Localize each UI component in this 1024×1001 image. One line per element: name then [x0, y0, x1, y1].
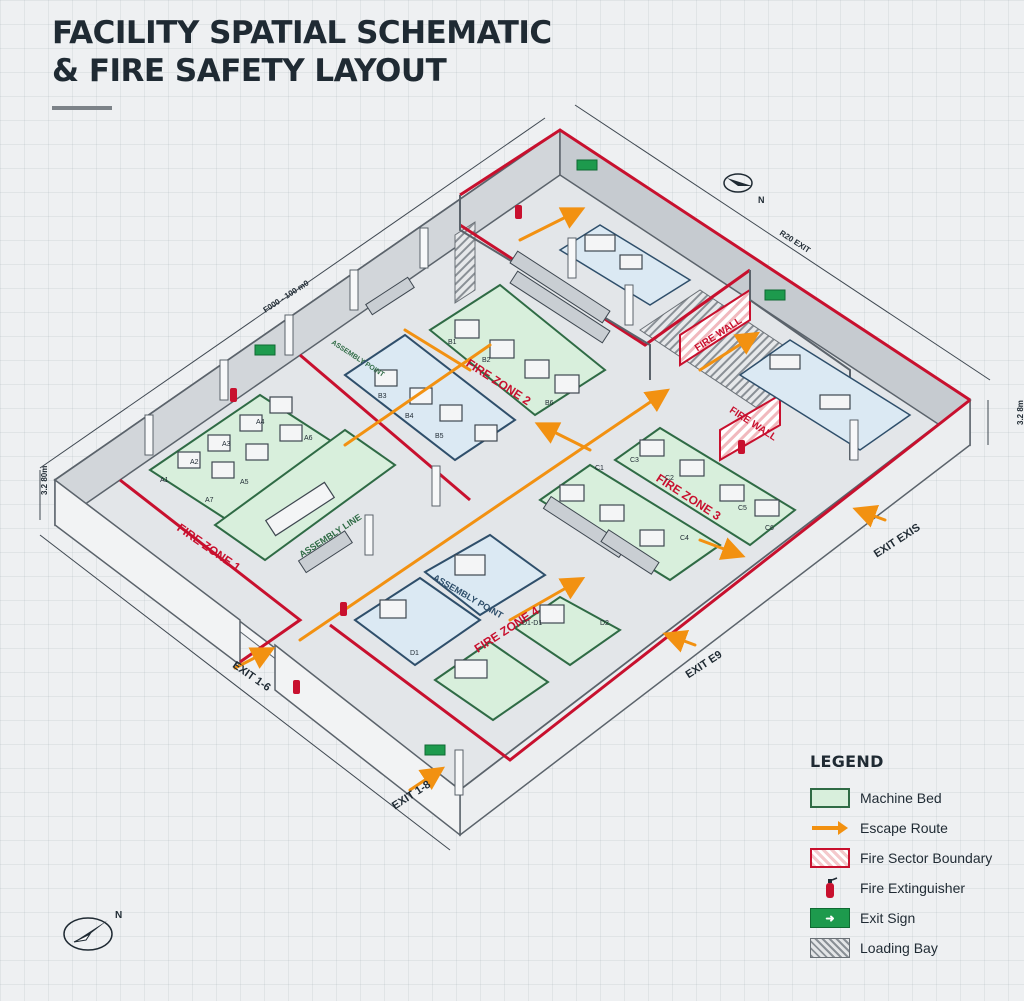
fire-extinguisher-icon [230, 388, 237, 402]
storage-racks [297, 250, 660, 575]
legend-item-extinguisher: Fire Extinguisher [810, 873, 1010, 903]
fire-extinguisher-icon [810, 877, 850, 898]
legend-label: Machine Bed [860, 790, 942, 806]
machine-bed-swatch [810, 788, 850, 808]
machine-label: B3 [378, 393, 387, 400]
exit-sign-icon: ➜ [810, 908, 850, 928]
escape-route-north [518, 207, 586, 242]
legend-title: LEGEND [810, 752, 884, 771]
compass-top-north: N [758, 195, 765, 205]
legend-item-fire-sector: Fire Sector Boundary [810, 843, 1010, 873]
machine-label: B2 [482, 357, 491, 364]
machine-bed-c-upper [613, 426, 797, 547]
compass-top: N [723, 173, 765, 205]
exit-sign-icon [764, 289, 786, 301]
title-line-1: FACILITY SPATIAL SCHEMATIC [52, 15, 552, 51]
exit-arrow-1-6 [233, 647, 276, 670]
escape-route-zone3 [534, 422, 592, 452]
machine-label: A6 [304, 435, 313, 442]
machine-bed-d-left [353, 576, 482, 667]
machine-label: A3 [222, 441, 231, 448]
legend-item-exit-sign: ➜ Exit Sign [810, 903, 1010, 933]
machine-label: D1-D1 [522, 620, 542, 627]
escape-route-zone2 [403, 328, 472, 372]
machine-label: C5 [738, 505, 747, 512]
fire-extinguisher-icon [340, 602, 347, 616]
machine-label: C6 [765, 525, 774, 532]
machine-label: C4 [680, 535, 689, 542]
legend-label: Escape Route [860, 820, 948, 836]
legend-item-loading-bay: Loading Bay [810, 933, 1010, 963]
escape-route-zone1 [343, 343, 492, 447]
exit-sign-icon [424, 744, 446, 756]
machine-label: C3 [630, 457, 639, 464]
legend-label: Loading Bay [860, 940, 938, 956]
dimension-left-label: 3.2 80m [40, 466, 49, 495]
fire-sector-boundary-3 [459, 128, 971, 402]
exit-arrow-e8 [852, 504, 887, 528]
compass-icon: N [63, 910, 122, 951]
dimension-right-label: 3.2 8m [1016, 400, 1024, 425]
machine-label: A4 [256, 419, 265, 426]
compass-north-label: N [115, 910, 122, 921]
machine-label: C2 [665, 475, 674, 482]
fire-sector-boundary-2 [299, 353, 471, 502]
fire-wall-panel [679, 288, 751, 367]
exit-1-6-label: EXIT 1-6 [230, 659, 272, 694]
title-underline [52, 106, 112, 110]
exit-signs [254, 159, 786, 756]
fire-sector-boundary-5 [329, 398, 971, 762]
legend-label: Fire Extinguisher [860, 880, 966, 896]
fire-extinguisher-icon [738, 440, 745, 454]
machine-label: A1 [160, 477, 169, 484]
escape-route-zone4 [508, 577, 586, 622]
machine-label: B5 [435, 433, 444, 440]
machine-label: B4 [405, 413, 414, 420]
machine-label: D1 [410, 650, 419, 657]
fire-extinguisher-icon [515, 205, 522, 219]
machine-label: A2 [190, 459, 199, 466]
page-title: FACILITY SPATIAL SCHEMATIC & FIRE SAFETY… [52, 14, 552, 90]
legend-item-machine-bed: Machine Bed [810, 783, 1010, 813]
exit-sign-icon [576, 159, 598, 171]
exit-e8-label: EXIT EXIS [872, 522, 923, 561]
dimension-lines [39, 104, 991, 851]
exit-sign-icon [254, 344, 276, 356]
exit-arrow-e9 [662, 629, 697, 653]
hatched-grey-swatch [810, 938, 850, 958]
legend: LEGEND Machine Bed Escape Route Fire Sec… [810, 752, 1010, 963]
fire-extinguisher-icon [293, 680, 300, 694]
exit-arrow-1-8 [408, 766, 445, 792]
legend-item-escape-route: Escape Route [810, 813, 1010, 843]
fire-extinguishers [230, 205, 745, 694]
legend-label: Fire Sector Boundary [860, 850, 993, 866]
escape-route-main [298, 388, 670, 642]
machine-label: A7 [205, 497, 214, 504]
machine-label: D2 [600, 620, 609, 627]
machine-blocks [177, 234, 851, 679]
escape-route-zone3b [698, 537, 746, 560]
escape-route-east [698, 331, 761, 372]
machine-label: A5 [240, 479, 249, 486]
escape-routes [233, 207, 887, 792]
loading-bay-2 [454, 221, 476, 304]
legend-label: Exit Sign [860, 910, 916, 926]
arrow-right-icon [810, 818, 850, 838]
structural-columns [144, 227, 859, 796]
machine-label: B6 [545, 400, 554, 407]
machine-label: C1 [595, 465, 604, 472]
fire-wall-panel-2 [719, 393, 781, 462]
hatched-red-swatch [810, 848, 850, 868]
compass-rose: N [60, 906, 130, 961]
title-line-2: & FIRE SAFETY LAYOUT [52, 53, 447, 89]
machine-label: B1 [448, 339, 457, 346]
